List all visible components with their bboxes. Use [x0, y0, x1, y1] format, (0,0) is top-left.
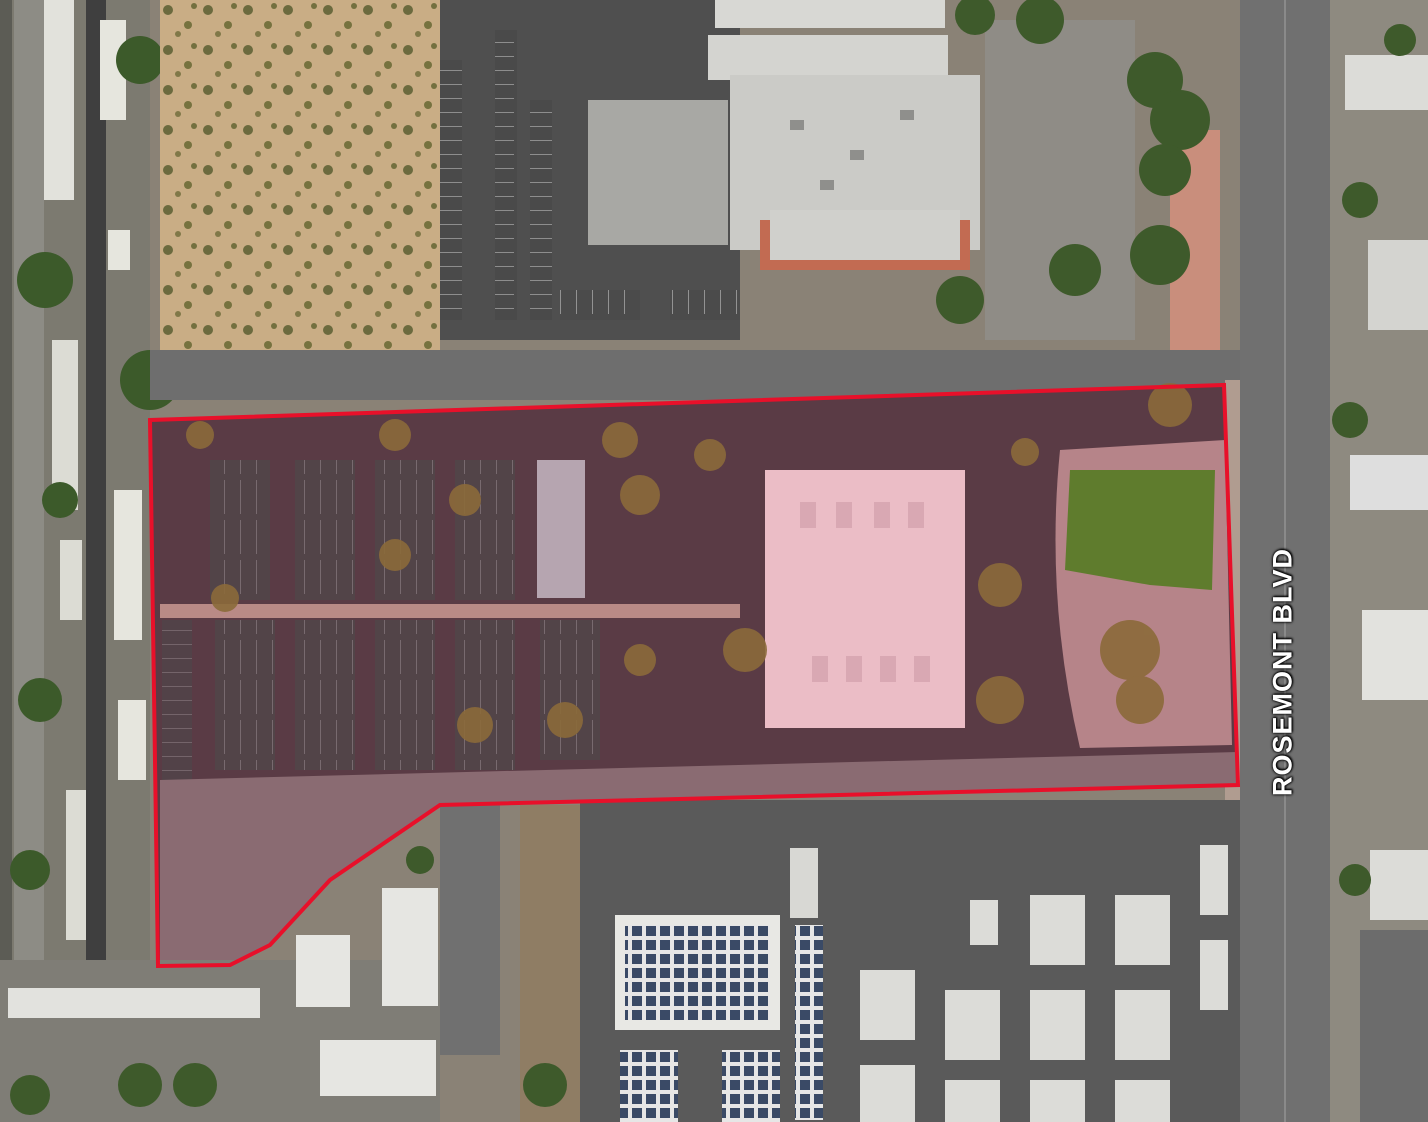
left-residential: [0, 0, 180, 1122]
desert-lot: [160, 0, 440, 380]
street-label-rosemont-blvd: ROSEMONT BLVD: [1267, 548, 1298, 796]
subject-parcel: [150, 383, 1238, 966]
lawn: [1065, 470, 1215, 590]
north-parked-cars: [440, 30, 740, 320]
south-area: [0, 800, 1240, 1122]
ne-trees: [936, 0, 1210, 324]
north-building: [708, 0, 980, 270]
east-residential: [1330, 0, 1428, 1122]
ne-parking-lot: [985, 20, 1135, 340]
concrete-slab: [588, 100, 728, 245]
main-building: [765, 470, 965, 728]
parcel-boundary: [147, 382, 1241, 969]
